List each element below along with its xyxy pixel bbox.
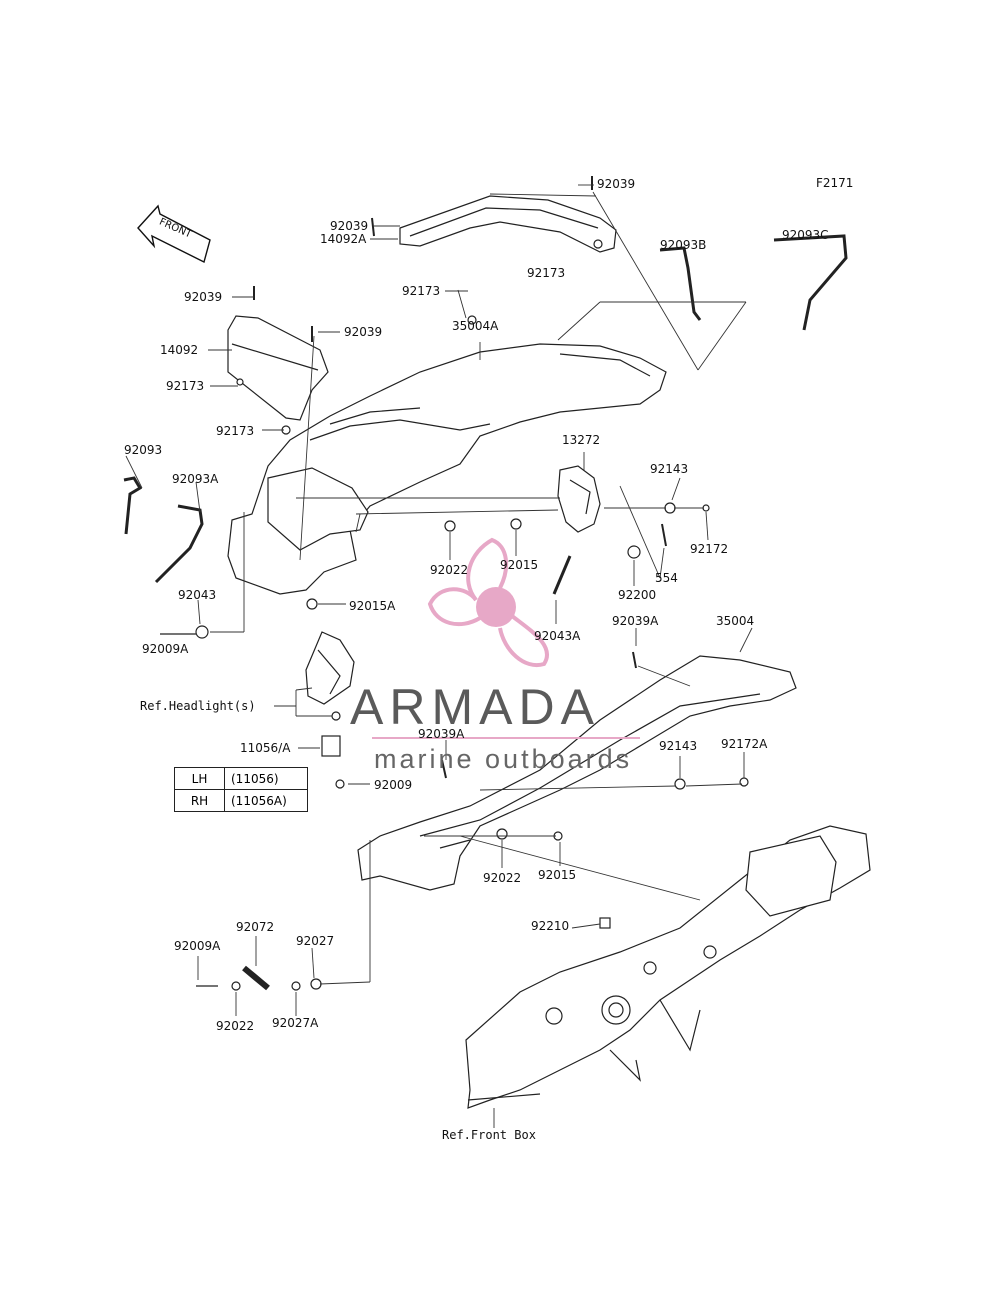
side-cell: LH — [174, 767, 225, 790]
part-label: 35004A — [452, 319, 499, 333]
part-label: 92022 — [430, 563, 469, 577]
table-row: RH (11056A) — [174, 789, 308, 812]
part-label: 92143 — [650, 462, 689, 476]
part-label: 92173 — [402, 284, 441, 298]
part-label: 92093 — [124, 443, 163, 457]
part-label: 92009A — [174, 939, 221, 953]
part-cell: (11056A) — [224, 789, 308, 812]
part-label: 92015 — [500, 558, 539, 572]
part-label: 92009A — [142, 642, 189, 656]
armada-logo-icon — [427, 537, 549, 668]
part-cell: (11056) — [224, 767, 308, 790]
part-label: 92009 — [374, 778, 413, 792]
ref-front-box-label: Ref.Front Box — [442, 1128, 536, 1142]
part-label: 554 — [655, 571, 678, 585]
part-label: 13272 — [562, 433, 601, 447]
part-label: 92027 — [296, 934, 335, 948]
part-label: 92093B — [660, 238, 707, 252]
side-cell: RH — [174, 789, 225, 812]
part-label: 92039 — [597, 177, 636, 191]
part-label: 92015A — [349, 599, 396, 613]
table-row: LH (11056) — [174, 767, 308, 790]
part-label: 92039A — [612, 614, 659, 628]
figure-code: F2171 — [816, 176, 854, 190]
part-label: 92172A — [721, 737, 768, 751]
part-label: 14092A — [320, 232, 367, 246]
part-label: 14092 — [160, 343, 199, 357]
part-label: 92043 — [178, 588, 217, 602]
ref-headlight-label: Ref.Headlight(s) — [140, 699, 256, 713]
part-label: 92200 — [618, 588, 657, 602]
part-label: 92172 — [690, 542, 729, 556]
part-label: 92143 — [659, 739, 698, 753]
part-label: 92027A — [272, 1016, 319, 1030]
part-label: 92093A — [172, 472, 219, 486]
part-label: 92039 — [344, 325, 383, 339]
part-label: 92210 — [531, 919, 570, 933]
part-label: 92173 — [527, 266, 566, 280]
part-label: 11056/A — [240, 741, 291, 755]
part-label: 92043A — [534, 629, 581, 643]
watermark-tagline: marine outboards — [374, 744, 633, 774]
part-label: 35004 — [716, 614, 755, 628]
part-label: 92093C — [782, 228, 829, 242]
lh-rh-reference-table: LH (11056) RH (11056A) — [174, 767, 308, 812]
front-arrow-icon — [137, 204, 211, 264]
watermark-brand: ARMADA — [350, 679, 600, 735]
part-label: 92022 — [483, 871, 522, 885]
part-label: 92173 — [216, 424, 255, 438]
part-label: 92039 — [330, 219, 369, 233]
part-label: 92173 — [166, 379, 205, 393]
part-label: 92015 — [538, 868, 577, 882]
part-label: 92039 — [184, 290, 223, 304]
part-label: 92039A — [418, 727, 465, 741]
part-label: 92022 — [216, 1019, 255, 1033]
part-label: 92072 — [236, 920, 275, 934]
